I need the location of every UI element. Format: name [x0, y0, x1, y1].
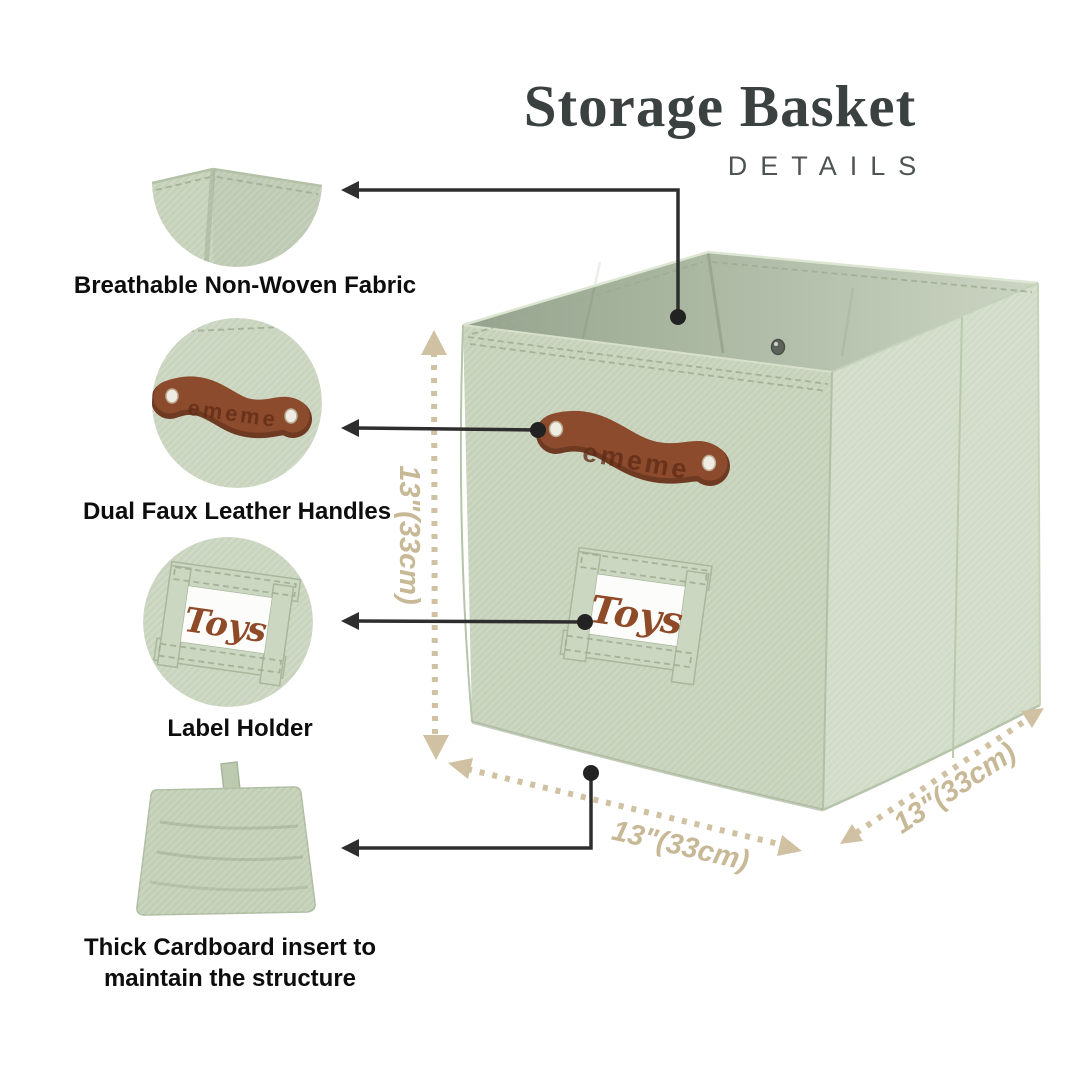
connector-fabric — [341, 181, 686, 325]
callout-cardboard-photo — [136, 761, 316, 916]
callout-label-cardboard: Thick Cardboard insert to maintain the s… — [83, 934, 377, 993]
label-card — [589, 574, 685, 647]
dimension-height-line — [421, 330, 449, 760]
dimension-width-line — [448, 758, 802, 856]
basket-photo: ememe Toys — [459, 250, 1041, 812]
callout-handle-photo: ememe — [152, 318, 322, 488]
rim-stitching — [467, 261, 1033, 392]
page-title: Storage Basket — [523, 73, 917, 139]
callout-fabric-photo — [152, 97, 322, 267]
connector-handle — [341, 419, 546, 438]
dimension-depth-line — [840, 708, 1044, 844]
inner-handle-rivet — [770, 338, 786, 356]
side-seam — [952, 315, 963, 759]
handle-rivet-right — [701, 454, 717, 472]
connector-cardboard — [341, 765, 599, 857]
callout-label-fabric: Breathable Non-Woven Fabric — [73, 272, 417, 299]
basket-label-holder: Toys — [559, 546, 713, 686]
connector-label-holder — [341, 612, 593, 630]
dimension-height-label: 13"(33cm) — [393, 465, 425, 605]
page-subtitle: DETAILS — [727, 151, 930, 181]
callout-label-handles: Dual Faux Leather Handles — [82, 498, 392, 525]
basket-interior — [463, 252, 1038, 372]
callout-label-label-holder: Label Holder — [167, 715, 313, 742]
handle-rivet-left — [548, 420, 564, 438]
callout-label-holder-photo: Toys — [143, 537, 313, 707]
